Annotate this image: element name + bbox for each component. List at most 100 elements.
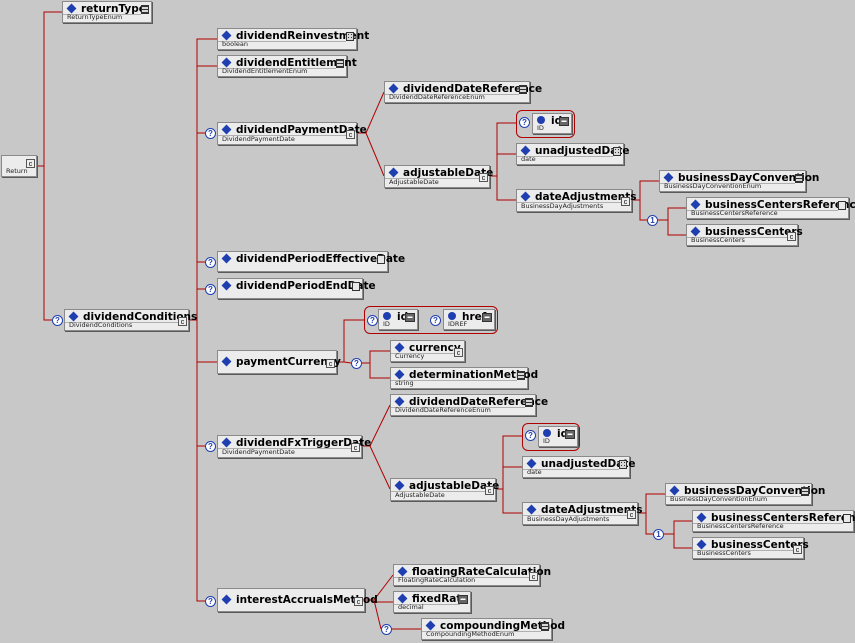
- element-icon: [221, 57, 232, 68]
- attribute-icon: [383, 312, 391, 320]
- node-fixedRate[interactable]: fixedRate decimal ▬: [393, 591, 471, 613]
- choice-icon[interactable]: 1: [647, 215, 658, 226]
- node-name: dividendPeriodEffectiveDate: [236, 253, 406, 265]
- node-type: BusinessCentersReference: [691, 209, 778, 217]
- element-icon: [394, 480, 405, 491]
- node-name: dividendPeriodEndDate: [236, 280, 376, 292]
- node-name: returnType: [81, 3, 146, 15]
- node-businessCentersReference[interactable]: businessCentersReference BusinessCenters…: [686, 197, 855, 219]
- sequence-connector[interactable]: c: [787, 232, 796, 241]
- node-type: AdjustableDate: [395, 491, 445, 499]
- connector-line: [667, 207, 686, 220]
- sequence-connector[interactable]: c: [346, 130, 355, 139]
- node-businessCentersReference[interactable]: businessCentersReference BusinessCenters…: [692, 510, 855, 532]
- sequence-connector[interactable]: c: [793, 545, 802, 554]
- choice-icon[interactable]: 1: [653, 529, 664, 540]
- node-type: DividendEntitlementEnum: [222, 67, 308, 75]
- node-dividendDateReference[interactable]: dividendDateReference DividendDateRefere…: [390, 394, 548, 416]
- node-paymentCurrency[interactable]: paymentCurrency c: [217, 350, 341, 374]
- optional-icon[interactable]: ?: [205, 284, 216, 295]
- node-attr-id[interactable]: id ID ▬: [538, 426, 578, 447]
- node-name: paymentCurrency: [236, 356, 341, 368]
- node-return[interactable]: Return c: [1, 155, 37, 177]
- expand-icon[interactable]: [377, 255, 385, 264]
- divider: [422, 631, 541, 632]
- sequence-connector[interactable]: c: [627, 510, 636, 519]
- connector-line: [343, 361, 352, 364]
- divider: [63, 14, 141, 15]
- node-returnType[interactable]: returnType ReturnTypeEnum: [62, 1, 152, 23]
- attributes-box: [516, 110, 575, 138]
- element-icon: [394, 369, 405, 380]
- sequence-connector[interactable]: c: [326, 359, 335, 368]
- node-dividendFxTriggerDate[interactable]: dividendFxTriggerDate DividendPaymentDat…: [217, 435, 371, 458]
- node-businessCenters[interactable]: businessCenters BusinessCenters c: [686, 224, 803, 246]
- node-businessCenters[interactable]: businessCenters BusinessCenters c: [692, 537, 809, 559]
- node-dividendPaymentDate[interactable]: dividendPaymentDate DividendPaymentDate …: [217, 122, 367, 145]
- node-dividendEntitlement[interactable]: dividendEntitlement DividendEntitlementE…: [217, 55, 357, 77]
- node-attr-href[interactable]: href IDREF ▬: [443, 309, 495, 330]
- optional-icon[interactable]: ?: [205, 441, 216, 452]
- divider: [385, 94, 519, 95]
- sequence-connector[interactable]: c: [26, 159, 35, 168]
- sequence-connector[interactable]: c: [178, 317, 187, 326]
- node-name: businessCentersReference: [711, 512, 855, 524]
- enum-list-icon: [541, 622, 549, 631]
- node-name: floatingRateCalculation: [412, 566, 552, 578]
- optional-icon[interactable]: ?: [430, 315, 441, 326]
- node-unadjustedDate[interactable]: unadjustedDate date: [516, 143, 629, 165]
- node-compoundingMethod[interactable]: compoundingMethod CompoundingMethodEnum: [421, 618, 565, 640]
- sequence-connector[interactable]: c: [485, 486, 494, 495]
- sequence-connector[interactable]: c: [529, 572, 538, 581]
- node-type: DividendPaymentDate: [222, 448, 295, 456]
- node-businessDayConvention[interactable]: businessDayConvention BusinessDayConvent…: [659, 170, 819, 192]
- optional-icon[interactable]: ?: [205, 596, 216, 607]
- optional-icon[interactable]: ?: [351, 358, 362, 369]
- node-currency[interactable]: currency Currency c: [390, 340, 465, 362]
- node-floatingRateCalculation[interactable]: floatingRateCalculation FloatingRateCalc…: [393, 564, 551, 586]
- sequence-connector[interactable]: c: [354, 597, 363, 606]
- optional-icon[interactable]: ?: [205, 128, 216, 139]
- expand-icon[interactable]: [838, 201, 846, 210]
- connector-line: [373, 574, 394, 601]
- optional-icon[interactable]: ?: [367, 315, 378, 326]
- divider: [391, 380, 517, 381]
- optional-icon[interactable]: ?: [52, 315, 63, 326]
- node-dividendPeriodEffectiveDate[interactable]: dividendPeriodEffectiveDate: [217, 251, 405, 272]
- optional-icon[interactable]: ?: [525, 430, 536, 441]
- sequence-connector[interactable]: c: [351, 443, 360, 452]
- node-adjustableDate[interactable]: adjustableDate AdjustableDate c: [390, 478, 499, 501]
- expand-icon[interactable]: [843, 514, 851, 523]
- node-determinationMethod[interactable]: determinationMethod string: [390, 367, 538, 389]
- node-unadjustedDate[interactable]: unadjustedDate date: [522, 456, 635, 478]
- node-attr-id[interactable]: id ID ▬: [378, 309, 418, 330]
- optional-icon[interactable]: ?: [519, 117, 530, 128]
- node-name: id: [551, 115, 563, 127]
- sequence-connector[interactable]: c: [621, 197, 630, 206]
- divider: [218, 135, 346, 136]
- node-businessDayConvention[interactable]: businessDayConvention BusinessDayConvent…: [665, 483, 825, 505]
- element-icon: [397, 593, 408, 604]
- enum-list-icon: [525, 398, 533, 407]
- node-type: FloatingRateCalculation: [398, 576, 476, 584]
- optional-icon[interactable]: ?: [205, 257, 216, 268]
- node-dividendPeriodEndDate[interactable]: dividendPeriodEndDate: [217, 278, 376, 299]
- sequence-connector[interactable]: c: [454, 348, 463, 357]
- expand-icon[interactable]: [352, 282, 360, 291]
- element-icon: [68, 311, 79, 322]
- sequence-connector[interactable]: c: [479, 173, 488, 182]
- node-dividendConditions[interactable]: dividendConditions DividendConditions c: [64, 309, 197, 331]
- node-dateAdjustments[interactable]: dateAdjustments BusinessDayAdjustments c: [522, 502, 643, 525]
- boolean-icon: [346, 32, 354, 41]
- divider: [65, 322, 178, 323]
- element-icon: [690, 199, 701, 210]
- node-adjustableDate[interactable]: adjustableDate AdjustableDate c: [384, 165, 493, 188]
- node-dividendDateReference[interactable]: dividendDateReference DividendDateRefere…: [384, 81, 542, 103]
- node-attr-id[interactable]: id ID ▬: [532, 113, 572, 134]
- element-icon: [221, 356, 232, 367]
- node-interestAccrualsMethod[interactable]: interestAccrualsMethod c: [217, 588, 378, 612]
- node-dateAdjustments[interactable]: dateAdjustments BusinessDayAdjustments c: [516, 189, 637, 212]
- optional-icon[interactable]: ?: [381, 624, 392, 635]
- node-dividendReinvestment[interactable]: dividendReinvestment boolean: [217, 28, 369, 50]
